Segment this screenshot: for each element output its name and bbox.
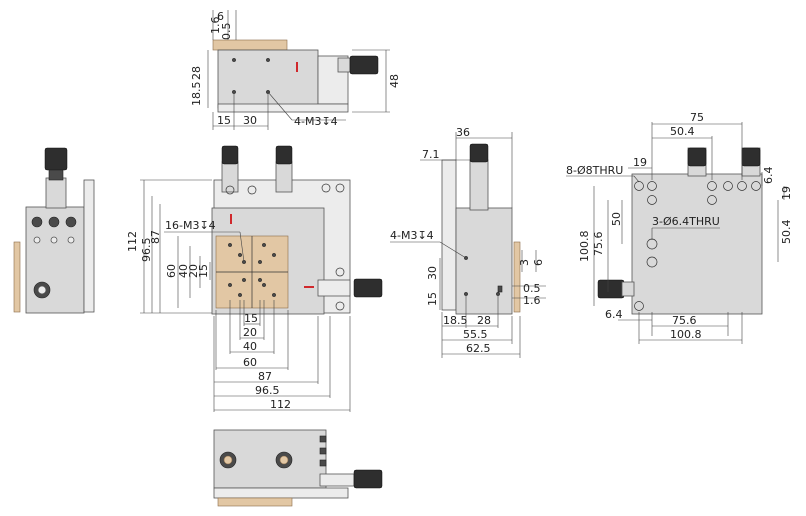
side-dim-55-5: 55.5 <box>463 328 488 341</box>
front-dim-60: 60 <box>165 264 178 278</box>
rear-callout-6-4: 3-Ø6.4THRU <box>652 215 720 228</box>
side-dim-28: 28 <box>477 314 491 327</box>
top-dim-1-6: 1.6 <box>209 17 222 35</box>
left-side-view <box>13 147 95 314</box>
rear-dim-100-8-bottom: 100.8 <box>670 328 702 341</box>
top-dim-15: 15 <box>217 114 231 127</box>
front-view: 16-M3↧4 112 96.5 87 60 40 20 15 15 20 40 <box>126 145 383 412</box>
front-dim-20: 20 <box>187 264 200 278</box>
front-dim-15: 15 <box>197 264 210 278</box>
front-dim-b40: 40 <box>243 340 257 353</box>
front-dim-112: 112 <box>126 231 139 252</box>
front-dim-b87: 87 <box>258 370 272 383</box>
front-dim-40: 40 <box>177 264 190 278</box>
side-dim-30: 30 <box>426 266 439 280</box>
rear-dim-50: 50 <box>610 212 623 226</box>
front-dim-96-5: 96.5 <box>140 238 153 263</box>
side-dim-36: 36 <box>456 126 470 139</box>
side-dim-18-5: 18.5 <box>443 314 468 327</box>
right-side-view: 36 7.1 4-M3↧4 30 15 3 6 0.5 1.6 18.5 28 … <box>390 126 546 358</box>
front-dim-b60: 60 <box>243 356 257 369</box>
rear-dim-6-4: 6.4 <box>762 167 775 185</box>
rear-dim-50-4-right: 50.4 <box>780 220 793 245</box>
side-dim-3: 3 <box>518 259 531 266</box>
front-dim-b112: 112 <box>270 398 291 411</box>
front-dim-87: 87 <box>149 230 162 244</box>
front-dim-b15: 15 <box>244 312 258 325</box>
rear-callout-8: 8-Ø8THRU <box>566 164 623 177</box>
side-dim-62-5: 62.5 <box>466 342 491 355</box>
rear-dim-75-6-bottom: 75.6 <box>672 314 697 327</box>
side-dim-15: 15 <box>426 292 439 306</box>
side-dim-6: 6 <box>532 259 545 266</box>
side-callout: 4-M3↧4 <box>390 229 434 242</box>
rear-dim-19-top: 19 <box>633 156 647 169</box>
top-callout: 4-M3↧4 <box>294 115 338 128</box>
rear-dim-19-right: 19 <box>780 186 793 200</box>
top-view: 6 1.6 0.5 28 18.5 48 15 30 4-M3↧4 <box>190 10 401 130</box>
front-callout: 16-M3↧4 <box>165 219 216 232</box>
top-dim-18-5: 18.5 <box>190 82 203 107</box>
top-dim-28: 28 <box>190 66 203 80</box>
bottom-elevation <box>213 429 383 507</box>
top-dim-6: 6 <box>217 10 224 23</box>
rear-view: 75 50.4 19 8-Ø8THRU 3-Ø6.4THRU 100.8 75.… <box>566 111 793 344</box>
top-dim-48: 48 <box>388 74 401 88</box>
side-dim-1-6: 1.6 <box>523 294 541 307</box>
rear-dim-75-6: 75.6 <box>592 232 605 257</box>
front-dim-b96-5: 96.5 <box>255 384 280 397</box>
rear-dim-50-4: 50.4 <box>670 125 695 138</box>
top-dim-0-5: 0.5 <box>220 23 233 41</box>
rear-dim-75: 75 <box>690 111 704 124</box>
rear-dim-100-8: 100.8 <box>578 231 591 263</box>
side-dim-7-1: 7.1 <box>422 148 440 161</box>
side-dim-0-5: 0.5 <box>523 282 541 295</box>
top-dim-30: 30 <box>243 114 257 127</box>
front-dim-b20: 20 <box>243 326 257 339</box>
rear-dim-6-4-bottom: 6.4 <box>605 308 623 321</box>
